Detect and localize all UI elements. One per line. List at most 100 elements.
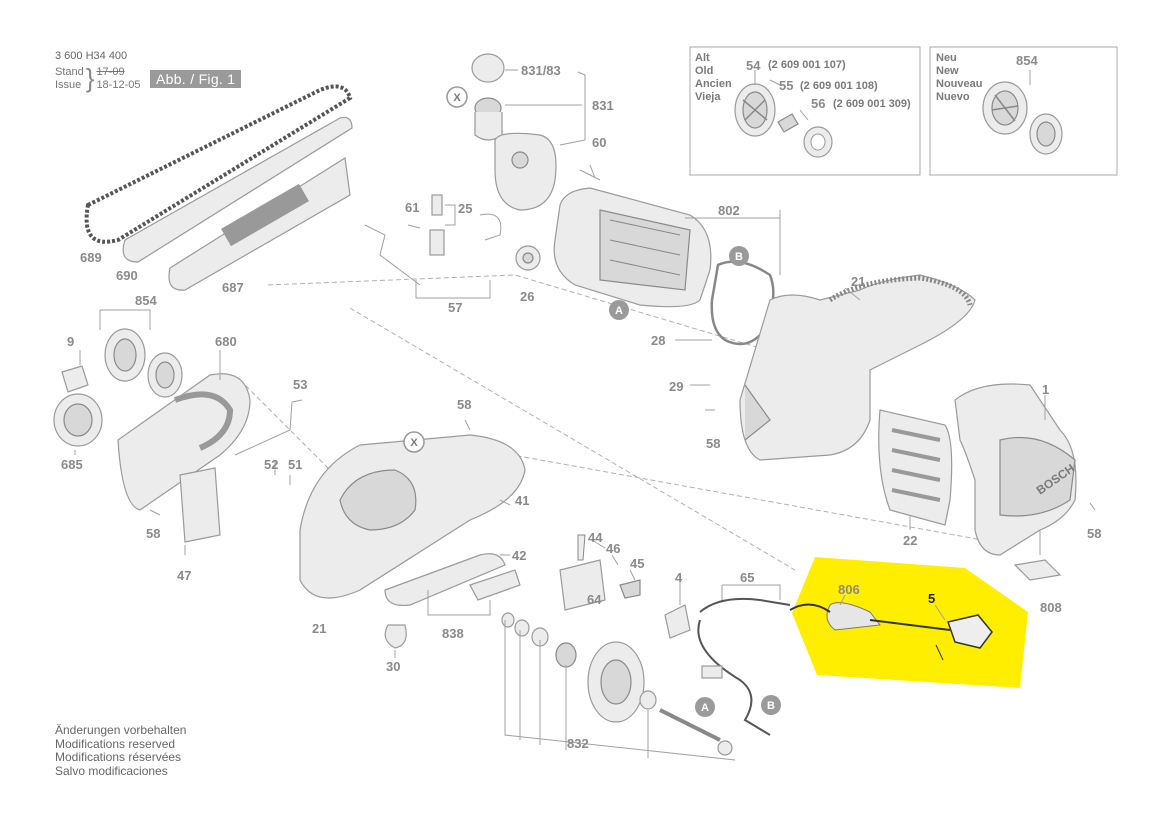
lever-wire xyxy=(364,224,421,286)
label-802: 802 xyxy=(718,203,740,218)
label-45: 45 xyxy=(630,556,644,571)
label-58-right: 58 xyxy=(1087,526,1101,541)
label-58-left: 58 xyxy=(146,526,160,541)
label-22: 22 xyxy=(903,533,917,548)
marker-a-1: A xyxy=(609,300,629,320)
label-64: 64 xyxy=(587,592,602,607)
issue-date: 18-12-05 xyxy=(96,79,141,91)
label-61: 61 xyxy=(405,200,419,215)
label-808: 808 xyxy=(1040,600,1062,615)
label-29: 29 xyxy=(669,379,683,394)
label-687: 687 xyxy=(222,280,244,295)
inset-old-lang-3: Ancien xyxy=(695,78,732,90)
inset-code-56: (2 609 001 309) xyxy=(833,98,911,110)
label-51: 51 xyxy=(288,457,302,472)
document-number: 3 600 H34 400 xyxy=(55,50,128,62)
inset-new-lang-4: Nuevo xyxy=(936,91,970,103)
footer-line-de: Änderungen vorbehalten xyxy=(55,723,187,737)
label-9: 9 xyxy=(67,334,74,349)
bar-slot xyxy=(221,183,309,247)
inset-old-lang-4: Vieja xyxy=(695,91,721,103)
label-808 xyxy=(1013,559,1062,581)
revision-labels: Stand Issue xyxy=(55,66,84,92)
switch-4 xyxy=(664,604,691,639)
label-52: 52 xyxy=(264,457,278,472)
inset-code-54: (2 609 001 107) xyxy=(768,59,846,71)
label-838: 838 xyxy=(442,626,464,641)
label-831-83: 831/83 xyxy=(521,63,561,78)
part-806-sleeve xyxy=(826,602,881,631)
inset-new-parts xyxy=(982,81,1063,155)
svg-text:A: A xyxy=(615,305,623,317)
label-53: 53 xyxy=(293,377,307,392)
label-58-motor: 58 xyxy=(706,436,720,451)
inset-new-lang-2: New xyxy=(936,65,959,77)
motor-assembly xyxy=(553,187,775,346)
inset-old-box xyxy=(689,46,921,176)
part-9-tag xyxy=(61,365,89,393)
svg-text:X: X xyxy=(410,437,418,449)
chain-cover xyxy=(299,434,526,599)
brace-icon: } xyxy=(85,63,95,93)
part-64 xyxy=(559,559,606,611)
label-60: 60 xyxy=(592,135,606,150)
label-26: 26 xyxy=(520,289,534,304)
revision-values: 17-09 18-12-05 xyxy=(96,66,140,92)
power-cord-5 xyxy=(869,619,951,631)
label-58-cover: 58 xyxy=(457,397,471,412)
part-47 xyxy=(179,467,221,543)
label-5: 5 xyxy=(928,591,935,606)
inset-part-56: 56 xyxy=(811,96,825,111)
footer-notes: Änderungen vorbehalten Modifications res… xyxy=(55,723,187,778)
marker-x-1: X xyxy=(446,86,468,108)
inset-old-lang-1: Alt xyxy=(695,52,710,64)
svg-text:A: A xyxy=(701,702,709,714)
cover-22 xyxy=(878,409,953,526)
label-41: 41 xyxy=(515,493,529,508)
inset-new-lang-1: Neu xyxy=(936,52,957,64)
footer-line-en: Modifications reserved xyxy=(55,736,176,751)
clip-30 xyxy=(384,624,407,649)
label-832: 832 xyxy=(567,736,589,751)
inset-old-parts xyxy=(734,83,833,158)
revision-block: Stand Issue } 17-09 18-12-05 xyxy=(55,63,140,93)
inset-code-55: (2 609 001 108) xyxy=(800,80,878,92)
figure-badge: Abb. / Fig. 1 xyxy=(150,70,242,88)
label-1: 1 xyxy=(1042,382,1049,397)
oil-tank xyxy=(471,53,557,211)
marker-b-2: B xyxy=(761,695,781,715)
sprocket-854 xyxy=(104,328,183,398)
label-854: 854 xyxy=(135,293,157,308)
label-57: 57 xyxy=(448,300,462,315)
label-44: 44 xyxy=(588,530,603,545)
housing-1: BOSCH xyxy=(954,383,1077,556)
inset-new-box xyxy=(929,46,1118,176)
label-680: 680 xyxy=(215,334,237,349)
label-690: 690 xyxy=(116,268,138,283)
issue-label: Issue xyxy=(55,79,82,91)
footer-line-es: Salvo modificaciones xyxy=(55,763,168,778)
label-47: 47 xyxy=(177,568,191,583)
label-28: 28 xyxy=(651,333,665,348)
svg-text:B: B xyxy=(767,700,775,712)
wiring-65 xyxy=(697,597,791,736)
inset-new-lang-3: Nouveau xyxy=(936,78,982,90)
inset-part-854: 854 xyxy=(1016,53,1038,68)
saw-chain xyxy=(84,84,353,244)
highlight-area xyxy=(792,557,1028,688)
label-46: 46 xyxy=(606,541,620,556)
label-25: 25 xyxy=(458,201,472,216)
stand-label: Stand xyxy=(55,66,84,78)
marker-a-2: A xyxy=(695,697,715,717)
inset-part-54: 54 xyxy=(746,58,761,73)
label-689: 689 xyxy=(80,250,102,265)
label-4: 4 xyxy=(675,570,683,585)
label-30: 30 xyxy=(386,659,400,674)
svg-text:B: B xyxy=(735,251,743,263)
marker-b-1: B xyxy=(729,246,749,266)
svg-text:X: X xyxy=(453,92,461,104)
label-21-housing: 21 xyxy=(851,274,865,289)
part-25-screw xyxy=(431,194,443,216)
label-42: 42 xyxy=(512,548,526,563)
